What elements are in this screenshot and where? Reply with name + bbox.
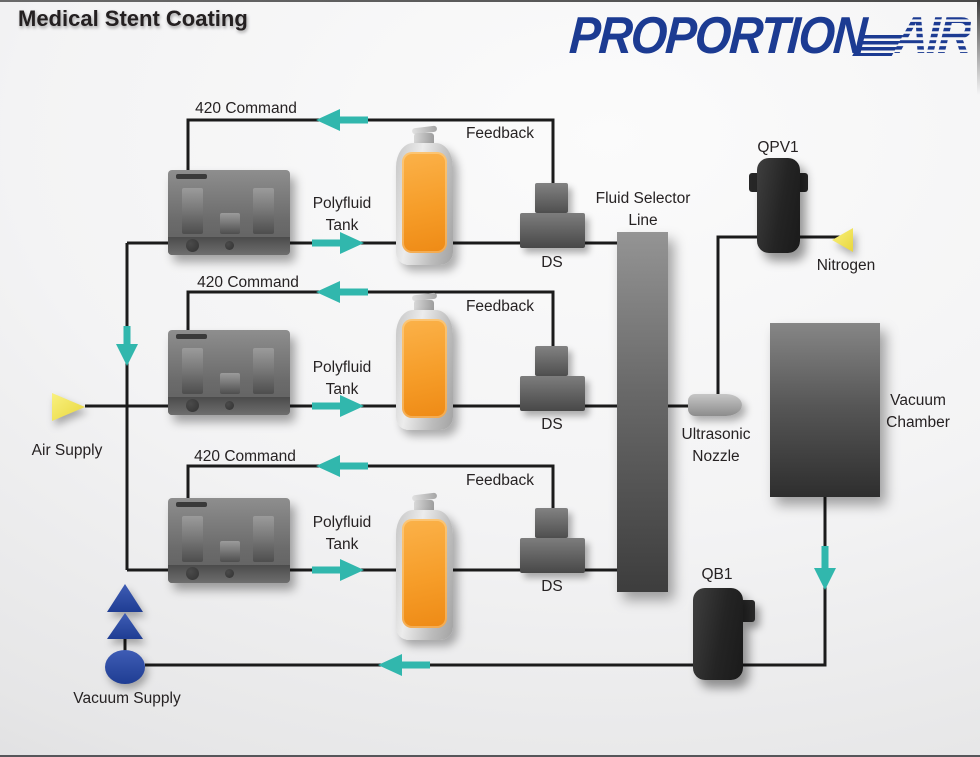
air-supply-triangle-icon [52,393,85,421]
row2-ds-label: DS [541,416,563,433]
controller-knob [186,239,199,252]
polyfluid-tank-row2 [396,310,453,430]
page-title: Medical Stent Coating [18,6,248,31]
polyfluid-tank-row1 [396,143,453,265]
ds-sensor-row1 [535,183,568,213]
ds-sensor-base-row3 [520,538,585,573]
controller-knob [225,401,234,410]
controller-display-bar [176,174,207,179]
controller-display-bar [176,502,207,507]
row2-command-feedback-line [186,290,555,348]
tank-fluid [402,319,447,418]
controller-gauge-bar [182,348,203,394]
nitrogen-label: Nitrogen [816,257,876,274]
fluid-selector-label: Fluid Selector Line [595,190,691,229]
proportion-air-logo: PROPORTION AIR [567,7,972,65]
controller-display-bar [176,334,207,339]
vacuum-left-arrow-icon [378,654,430,676]
qb1-label: QB1 [701,566,733,583]
controller-knob [186,567,199,580]
controller-gauge-bar [253,516,274,562]
controller-base [168,565,290,583]
qb1-port [742,600,755,622]
tank-fluid [402,152,447,253]
logo-word-proportion: PROPORTION [567,7,867,65]
row2-command-label: 420 Command [197,274,299,291]
tank-cap-icon [414,133,434,144]
tank-fluid [402,519,447,628]
vacuum-chamber-label: Vacuum Chamber [886,392,950,431]
controller-row1 [168,170,290,255]
qb1-valve [693,588,743,680]
controller-knob [225,241,234,250]
controller-gauge-bar [253,188,274,234]
fluid-selector-line-block [617,232,668,592]
row1-tank-label: Polyfluid Tank [312,195,372,234]
row3-flow-arrow-icon [312,559,364,581]
qpv1-port-right [799,173,808,192]
controller-gauge-bar [253,348,274,394]
controller-gauge-bar [220,373,240,394]
qpv1-label: QPV1 [757,139,799,156]
image-edge-right [977,0,980,95]
vacuum-triangle-upper-icon [107,584,143,612]
controller-row2 [168,330,290,415]
row3-tank-label: Polyfluid Tank [312,514,372,553]
controller-gauge-bar [220,541,240,562]
qpv1-port-left [749,173,758,192]
tank-cap-icon [414,500,434,511]
row3-ds-label: DS [541,578,563,595]
row3-command-label: 420 Command [194,448,296,465]
trunk-down-arrow-icon [116,326,138,366]
chamber-down-arrow-icon [814,546,836,590]
row2-feedback-label: Feedback [465,298,535,315]
row1-ds-label: DS [541,254,563,271]
image-edge-top [0,0,980,2]
ds-sensor-row2 [535,346,568,376]
controller-gauge-bar [220,213,240,234]
ultrasonic-nozzle-icon [688,394,742,416]
ds-sensor-base-row1 [520,213,585,248]
controller-base [168,397,290,415]
row1-flow-arrow-icon [312,232,364,254]
vacuum-triangle-lower-icon [107,613,143,639]
vacuum-chamber-block [770,323,880,497]
air-supply-label: Air Supply [31,442,103,459]
tank-cap-icon [414,300,434,311]
controller-base [168,237,290,255]
controller-knob [225,569,234,578]
nitrogen-qpv1-nozzle-line [716,235,853,398]
row3-feedback-arrow-icon [316,455,368,477]
row3-feedback-label: Feedback [465,472,535,489]
ultrasonic-nozzle-label: Ultrasonic Nozzle [681,426,751,465]
ds-sensor-base-row2 [520,376,585,411]
controller-row3 [168,498,290,583]
ds-sensor-row3 [535,508,568,538]
row1-command-feedback-line [186,118,555,185]
row1-feedback-label: Feedback [465,125,535,142]
vacuum-pump-circle-icon [105,650,145,684]
controller-gauge-bar [182,516,203,562]
controller-knob [186,399,199,412]
row1-command-label: 420 Command [195,100,297,117]
vacuum-supply-label: Vacuum Supply [73,690,181,707]
controller-gauge-bar [182,188,203,234]
row1-feedback-arrow-icon [316,109,368,131]
row2-flow-arrow-icon [312,395,364,417]
image-edge-bottom [0,755,980,757]
logo-word-air: AIR [892,7,972,65]
qpv1-valve [757,158,800,253]
nitrogen-triangle-icon [832,228,853,252]
row2-feedback-arrow-icon [316,281,368,303]
row3-command-feedback-line [186,464,555,510]
polyfluid-tank-row3 [396,510,453,640]
row2-tank-label: Polyfluid Tank [312,359,372,398]
